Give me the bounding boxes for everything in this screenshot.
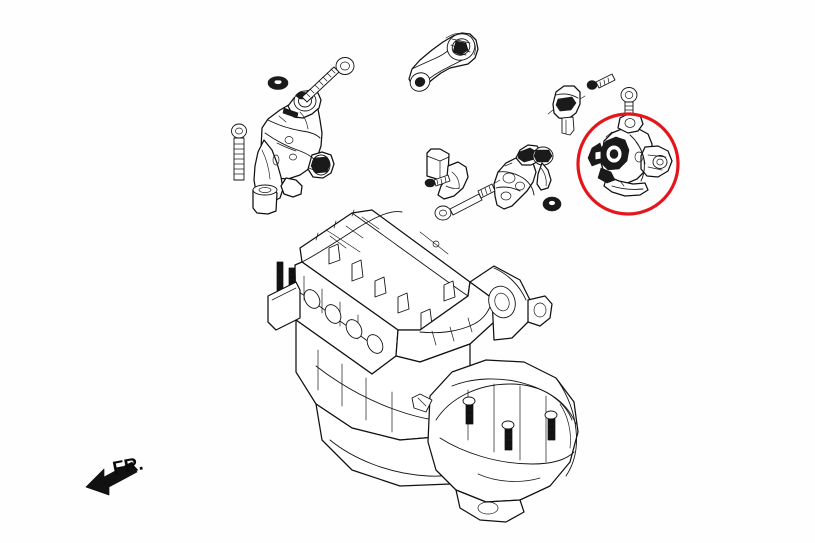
- part-rear-mount-bracket: [493, 144, 554, 210]
- part-transaxle-housing: [411, 359, 579, 523]
- fastener-nut-center: [542, 196, 562, 212]
- fr-label: FR.: [111, 453, 145, 479]
- part-upper-stay-bracket: [547, 85, 586, 136]
- fastener-bolt-left-lower: [231, 123, 247, 181]
- fastener-bolt-right-upper: [586, 73, 616, 90]
- part-torque-rod: [408, 32, 479, 92]
- part-mount-stopper: [426, 148, 469, 200]
- part-right-engine-mount: [587, 112, 673, 197]
- part-left-engine-mount-bracket: [252, 89, 335, 215]
- fastener-bolt-center-small: [424, 174, 451, 188]
- fastener-bolt-left-upper: [301, 57, 355, 103]
- orientation-indicator: FR.: [85, 453, 145, 496]
- highlight-circle: [576, 112, 680, 216]
- transaxle-bolts: [462, 396, 558, 451]
- fastener-bolt-center-long: [434, 183, 496, 221]
- fr-arrow-icon: [85, 461, 138, 496]
- fastener-nut-left: [267, 76, 289, 90]
